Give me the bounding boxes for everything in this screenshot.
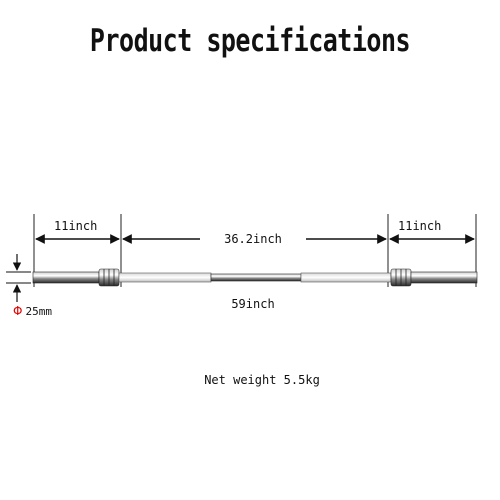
right-sleeve-label: 11inch — [398, 219, 442, 233]
diameter-value: 25mm — [25, 305, 52, 318]
bar-center-shaft — [210, 273, 302, 282]
bar-left-knurl — [118, 272, 212, 283]
total-length-label: 59inch — [231, 297, 275, 311]
left-sleeve-label: 11inch — [54, 219, 98, 233]
diameter-symbol: Φ — [13, 304, 23, 318]
page-title: Product specifications — [89, 22, 411, 59]
net-weight-label: Net weight 5.5kg — [204, 373, 320, 387]
bar-left-sleeve — [32, 271, 100, 284]
bar-right-knurl — [300, 272, 392, 283]
bar-right-sleeve — [410, 271, 478, 284]
center-grip-label: 36.2inch — [224, 232, 282, 246]
barbell-bar — [32, 268, 478, 287]
